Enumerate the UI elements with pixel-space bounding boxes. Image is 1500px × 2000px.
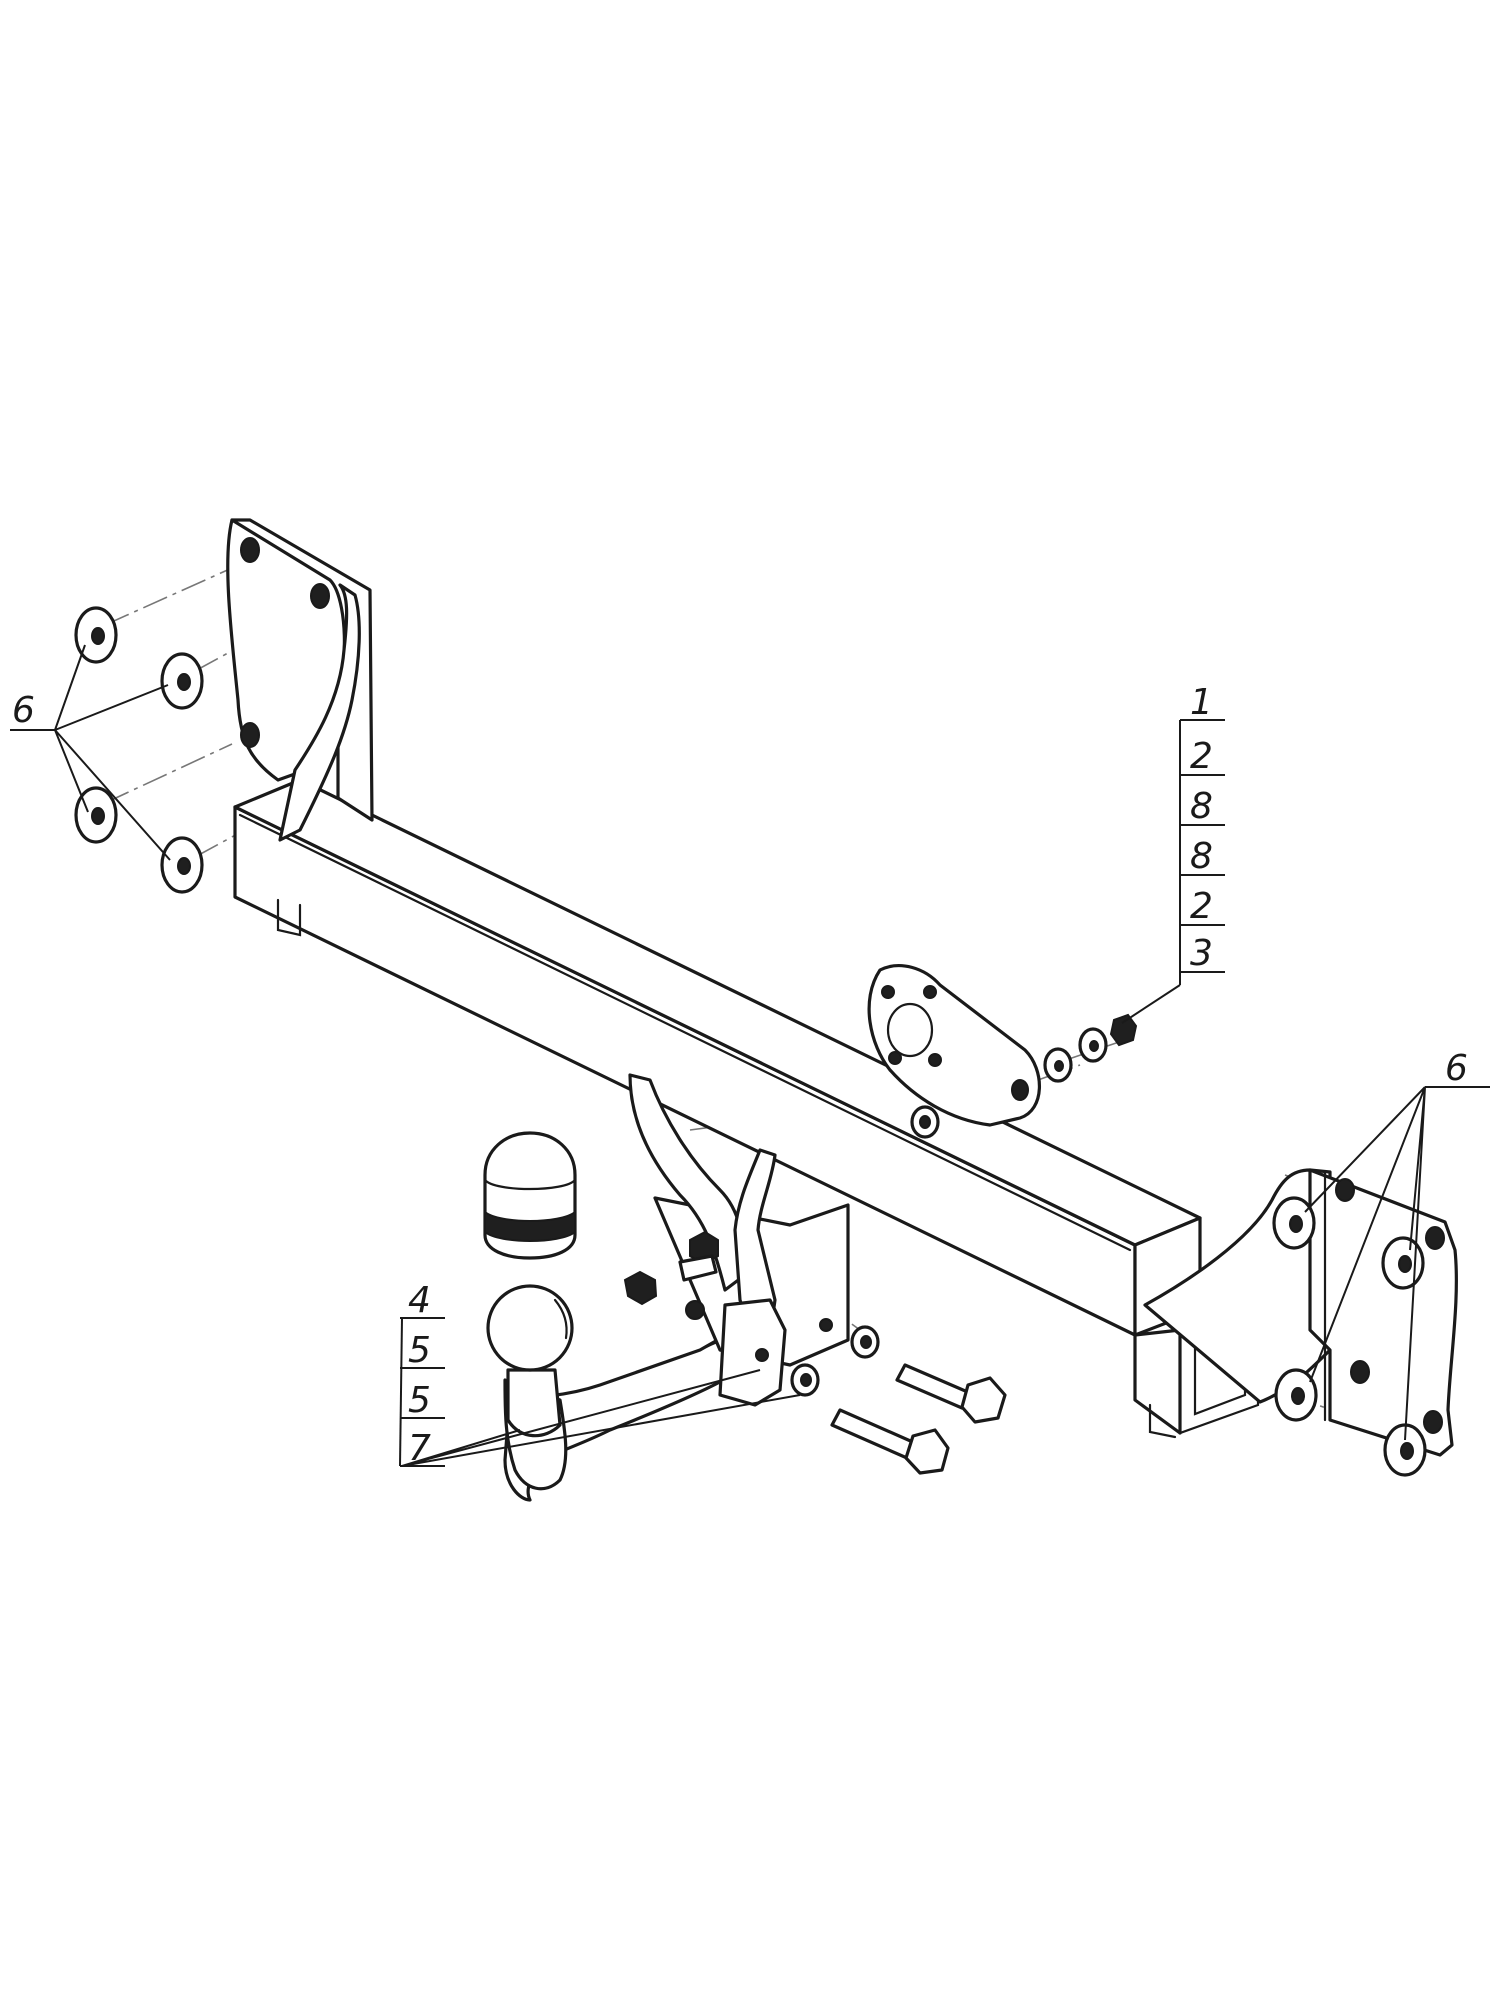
washer [1274, 1368, 1318, 1422]
label-stack-4: 8 [1190, 836, 1213, 877]
left-mounting-bracket [226, 518, 374, 842]
tow-ball-neck [486, 1284, 742, 1502]
label-ball-2: 5 [408, 1330, 431, 1371]
bolt [895, 1363, 1007, 1424]
washer [74, 786, 118, 844]
washer [160, 836, 204, 894]
bolt [830, 1408, 950, 1475]
ball-protective-cap [483, 1131, 577, 1260]
bolts [830, 1363, 1007, 1475]
label-stack-6: 3 [1190, 933, 1213, 974]
label-stack-1: 1 [1190, 682, 1213, 723]
label-ball-3: 5 [408, 1380, 431, 1421]
label-ball-4: 7 [408, 1428, 431, 1469]
label-stack-3: 8 [1190, 786, 1213, 827]
label-right-washers: 6 [1445, 1048, 1468, 1089]
label-stack-2: 2 [1190, 736, 1213, 777]
right-washers [1272, 1196, 1427, 1477]
label-ball-1: 4 [408, 1280, 431, 1321]
socket-mounting-plate [867, 964, 1041, 1127]
washer [160, 652, 204, 710]
washer [1381, 1236, 1425, 1290]
socket-fasteners [910, 1013, 1138, 1139]
left-washers [74, 606, 204, 894]
label-stack-5: 2 [1190, 886, 1213, 927]
washer [1272, 1196, 1316, 1250]
main-cross-beam [233, 778, 1260, 1439]
washer [74, 606, 118, 664]
callout-labels: 6 1 2 8 8 2 3 6 4 5 5 7 [12, 682, 1468, 1469]
label-left-washers: 6 [12, 690, 35, 731]
callout-leaders [10, 644, 1490, 1467]
neck-fasteners [623, 1230, 880, 1397]
